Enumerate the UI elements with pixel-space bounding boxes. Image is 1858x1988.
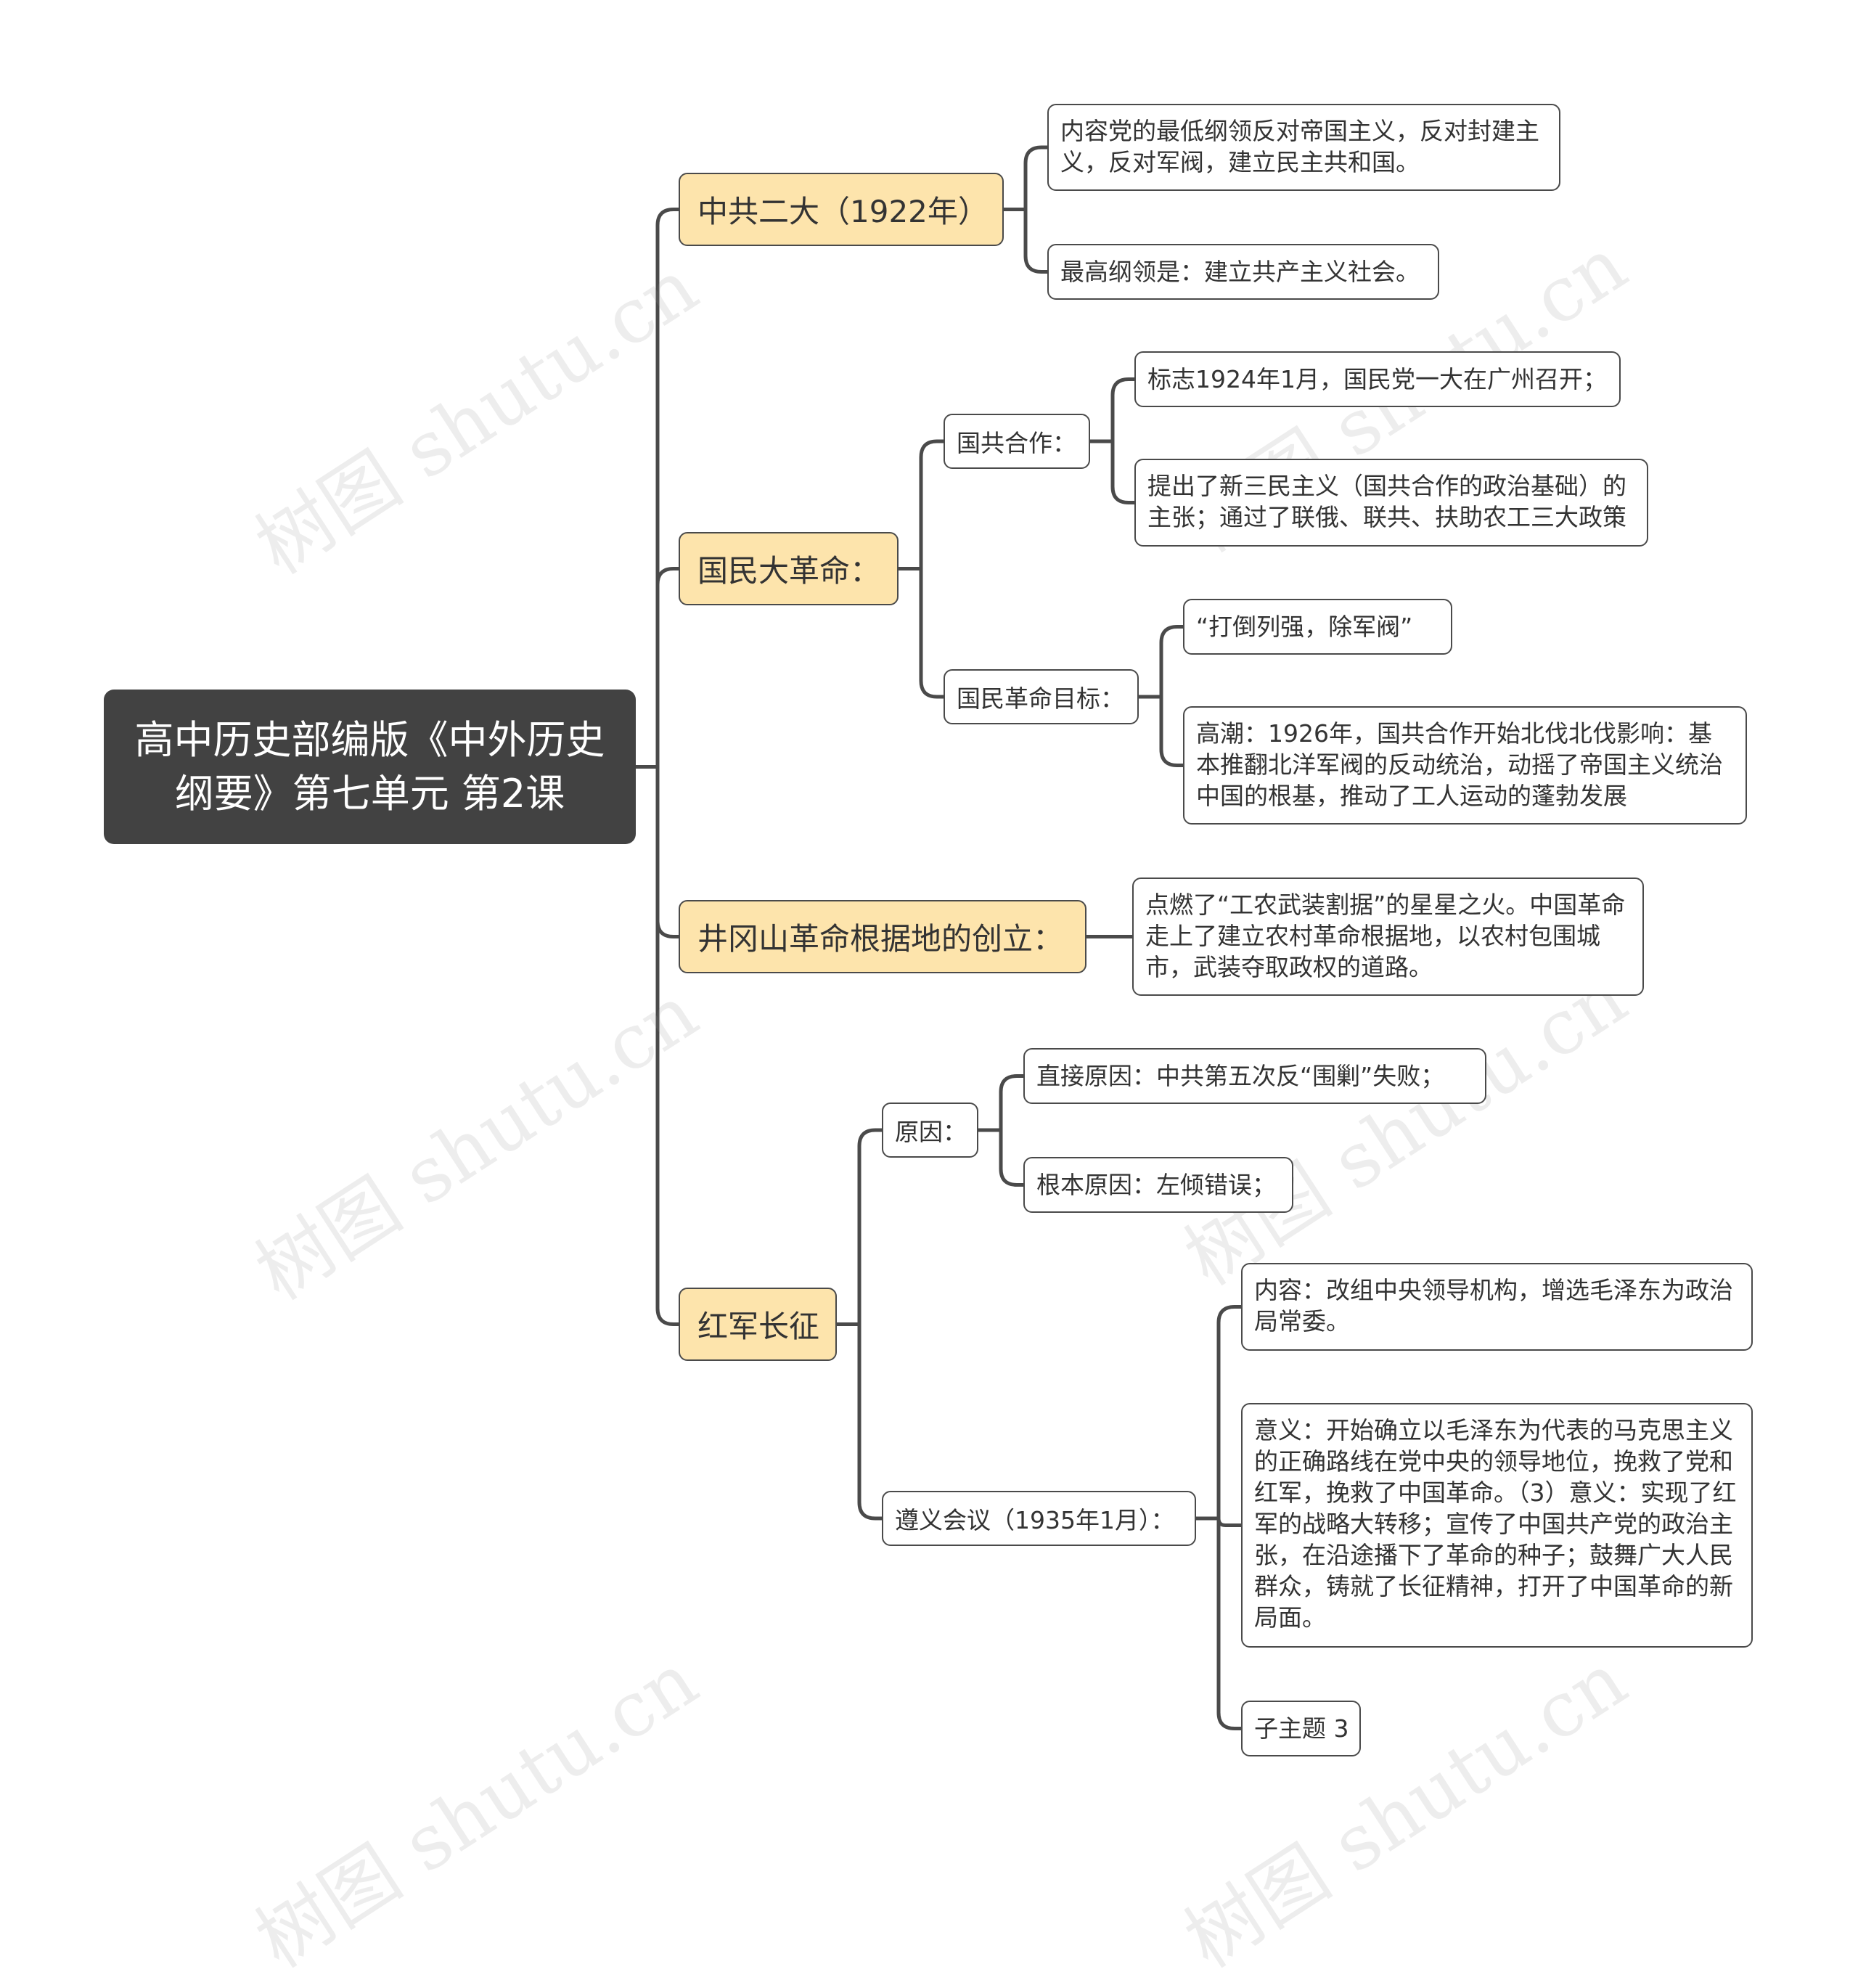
leaf-zunyi-content[interactable]: 内容：改组中央领导机构，增选毛泽东为政治局常委。	[1241, 1263, 1753, 1351]
leaf-direct-cause[interactable]: 直接原因：中共第五次反“围剿”失败；	[1023, 1048, 1486, 1104]
connector-line	[857, 1324, 882, 1521]
branch-cpc-second-congress[interactable]: 中共二大（1922年）	[679, 173, 1004, 246]
sub-label: 国民革命目标：	[957, 684, 1124, 713]
connector-line	[1110, 377, 1134, 441]
sub-label: 原因：	[895, 1118, 967, 1146]
leaf-northern-expedition[interactable]: 高潮：1926年，国共合作开始北伐北伐影响：基本推翻北洋军阀的反动统治，动摇了帝…	[1183, 706, 1747, 825]
connector-line	[857, 1128, 882, 1325]
root-topic-label: 高中历史部编版《中外历史纲要》第七单元 第2课	[134, 716, 605, 817]
leaf-maximum-program[interactable]: 最高纲领是：建立共产主义社会。	[1047, 244, 1439, 300]
sub-causes[interactable]: 原因：	[882, 1103, 978, 1158]
connector-lines	[636, 145, 1241, 1730]
connector-line	[655, 208, 679, 767]
connector-line	[1023, 209, 1047, 274]
sub-label: 遵义会议（1935年1月）：	[895, 1506, 1175, 1534]
leaf-zunyi-significance[interactable]: 意义：开始确立以毛泽东为代表的马克思主义的正确路线在党中央的领导地位，挽救了党和…	[1241, 1403, 1753, 1648]
sub-kmt-cpc-cooperation[interactable]: 国共合作：	[944, 414, 1090, 469]
root-topic[interactable]: 高中历史部编版《中外历史纲要》第七单元 第2课	[104, 690, 636, 844]
leaf-root-cause[interactable]: 根本原因：左倾错误；	[1023, 1157, 1293, 1213]
connector-line	[1110, 441, 1134, 504]
leaf-armed-separatism[interactable]: 点燃了“工农武装割据”的星星之火。中国革命走上了建立农村革命根据地，以农村包围城…	[1132, 878, 1644, 996]
connector-line	[1023, 145, 1047, 210]
connector-line	[1216, 1518, 1241, 1527]
connector-line	[999, 1130, 1023, 1187]
connector-line	[919, 439, 944, 569]
sub-zunyi-conference[interactable]: 遵义会议（1935年1月）：	[882, 1491, 1196, 1546]
branch-long-march[interactable]: 红军长征	[679, 1288, 837, 1361]
connector-line	[1216, 1305, 1241, 1518]
connector-line	[1159, 697, 1183, 767]
connector-line	[919, 568, 944, 699]
branch-label: 井冈山革命根据地的创立：	[697, 921, 1064, 957]
leaf-new-three-principles[interactable]: 提出了新三民主义（国共合作的政治基础）的主张；通过了联俄、联共、扶助农工三大政策	[1134, 459, 1648, 547]
connector-line	[655, 766, 679, 1326]
leaf-cooperation-sign[interactable]: 标志1924年1月，国民党一大在广州召开；	[1134, 351, 1621, 407]
leaf-revolution-slogan[interactable]: “打倒列强，除军阀”	[1183, 599, 1452, 655]
leaf-minimum-program[interactable]: 内容党的最低纲领反对帝国主义，反对封建主义，反对军阀，建立民主共和国。	[1047, 104, 1560, 191]
connector-line	[655, 567, 679, 767]
branch-jinggangshan-base[interactable]: 井冈山革命根据地的创立：	[679, 900, 1086, 973]
connector-line	[1159, 625, 1183, 697]
branch-label: 红军长征	[697, 1309, 820, 1344]
sub-revolution-goal[interactable]: 国民革命目标：	[944, 669, 1139, 724]
leaf-subtopic-3[interactable]: 子主题 3	[1241, 1701, 1361, 1756]
sub-label: 国共合作：	[957, 429, 1076, 457]
branch-national-revolution[interactable]: 国民大革命：	[679, 532, 899, 605]
connector-line	[655, 766, 679, 938]
branch-label: 国民大革命：	[697, 553, 881, 589]
mind-map-canvas: 树图 shutu.cn 树图 shutu.cn 树图 shutu.cn 树图 s…	[104, 104, 1753, 1985]
connector-line	[999, 1074, 1023, 1130]
connector-line	[1216, 1518, 1241, 1730]
branch-label: 中共二大（1922年）	[697, 194, 989, 229]
